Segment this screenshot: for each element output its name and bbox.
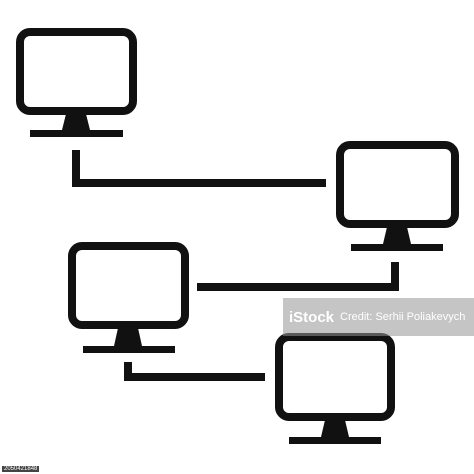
monitor-middle-right-screen (336, 141, 459, 228)
connector-middle (197, 262, 399, 291)
watermark-brand: iStock (289, 308, 335, 326)
monitor-middle-left-base (83, 346, 175, 353)
image-id-label: 2050421848 (2, 466, 40, 472)
monitor-middle-right-stand (383, 227, 411, 244)
monitor-top-left-screen (16, 28, 137, 115)
watermark-credit: Credit: Serhii Poliakevych (340, 311, 466, 323)
monitor-middle-right-base (351, 244, 443, 251)
monitor-bottom-right-stand (321, 420, 349, 437)
connector-bottom (124, 362, 265, 381)
monitor-middle-left-stand (114, 328, 142, 346)
stock-watermark: iStock Credit: Serhii Poliakevych (283, 298, 474, 336)
monitor-bottom-right-base (289, 437, 381, 444)
monitor-bottom-right-screen (275, 333, 395, 421)
monitor-top-left-base (30, 130, 123, 137)
monitor-middle-left-screen (68, 242, 189, 329)
connector-top (72, 150, 326, 187)
monitor-top-left-stand (62, 114, 90, 130)
